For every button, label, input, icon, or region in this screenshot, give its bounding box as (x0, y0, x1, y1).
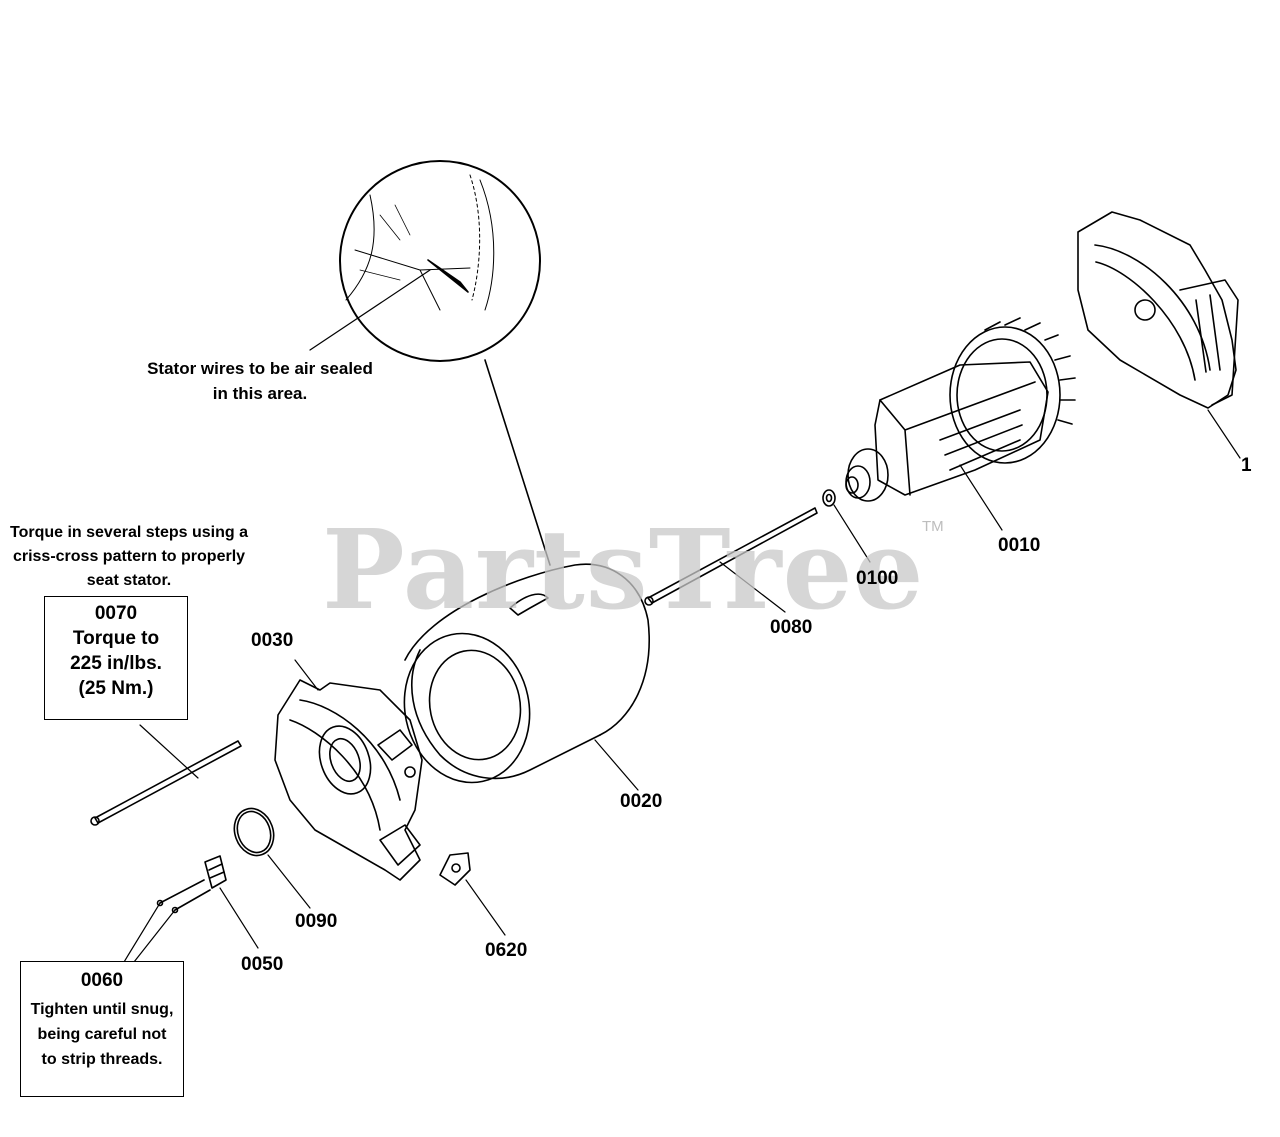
torque-note: Torque in several steps using a criss-cr… (0, 521, 258, 593)
detail-magnifier-circle (339, 160, 541, 362)
through-bolt-part-0080 (644, 507, 818, 613)
box-0060-line-3: to strip threads. (41, 1051, 163, 1068)
box-0070-line-1: Torque to (72, 628, 160, 649)
box-0060-line-1: Tighten until snug, (30, 1001, 174, 1018)
adapter-part-0030 (274, 659, 423, 881)
detail-callout-line-2: air sealed in this area. (212, 359, 373, 403)
detail-callout-line-1: Stator wires to be (147, 359, 290, 378)
part-label-0030[interactable]: 0030 (251, 630, 294, 651)
part-label-0090[interactable]: 0090 (295, 911, 338, 932)
part-label-0050[interactable]: 0050 (241, 954, 284, 975)
part-label-0020[interactable]: 0020 (620, 791, 663, 812)
part-label-0620[interactable]: 0620 (485, 940, 528, 961)
torque-note-line-2: a criss-cross pattern to (12, 524, 248, 565)
tighten-spec-box-0060: 0060 Tighten until snug, being careful n… (20, 961, 184, 1097)
box-0070-part-number: 0070 (94, 603, 138, 624)
end-housing-part-1 (1077, 211, 1241, 459)
washer-part-0100 (822, 489, 871, 563)
torque-note-line-1: Torque in several steps using (9, 524, 235, 541)
torque-note-line-3: properly seat stator. (86, 548, 246, 589)
part-label-0080[interactable]: 0080 (770, 617, 813, 638)
stator-part-0020 (403, 563, 650, 791)
part-label-0010[interactable]: 0010 (998, 535, 1041, 556)
watermark-trademark: TM (922, 518, 944, 535)
watermark: PartsTree (322, 505, 925, 634)
o-ring-part-0090 (233, 807, 311, 909)
bolt-part-0070 (90, 724, 242, 826)
detail-callout-text: Stator wires to be air sealed in this ar… (140, 356, 380, 406)
part-label-1[interactable]: 1 (1241, 455, 1252, 476)
box-0070-line-2: 225 in/lbs. (70, 653, 162, 674)
torque-spec-box-0070: 0070 Torque to 225 in/lbs. (25 Nm.) (44, 596, 188, 720)
box-0060-part-number: 0060 (80, 970, 124, 991)
part-label-0100[interactable]: 0100 (856, 568, 899, 589)
box-0060-line-2: being careful not (37, 1026, 167, 1043)
terminal-block-part-0050 (123, 855, 259, 963)
box-0070-line-3: (25 Nm.) (78, 678, 154, 699)
clip-part-0620 (439, 852, 506, 936)
rotor-assembly-part-0010 (845, 317, 1076, 531)
